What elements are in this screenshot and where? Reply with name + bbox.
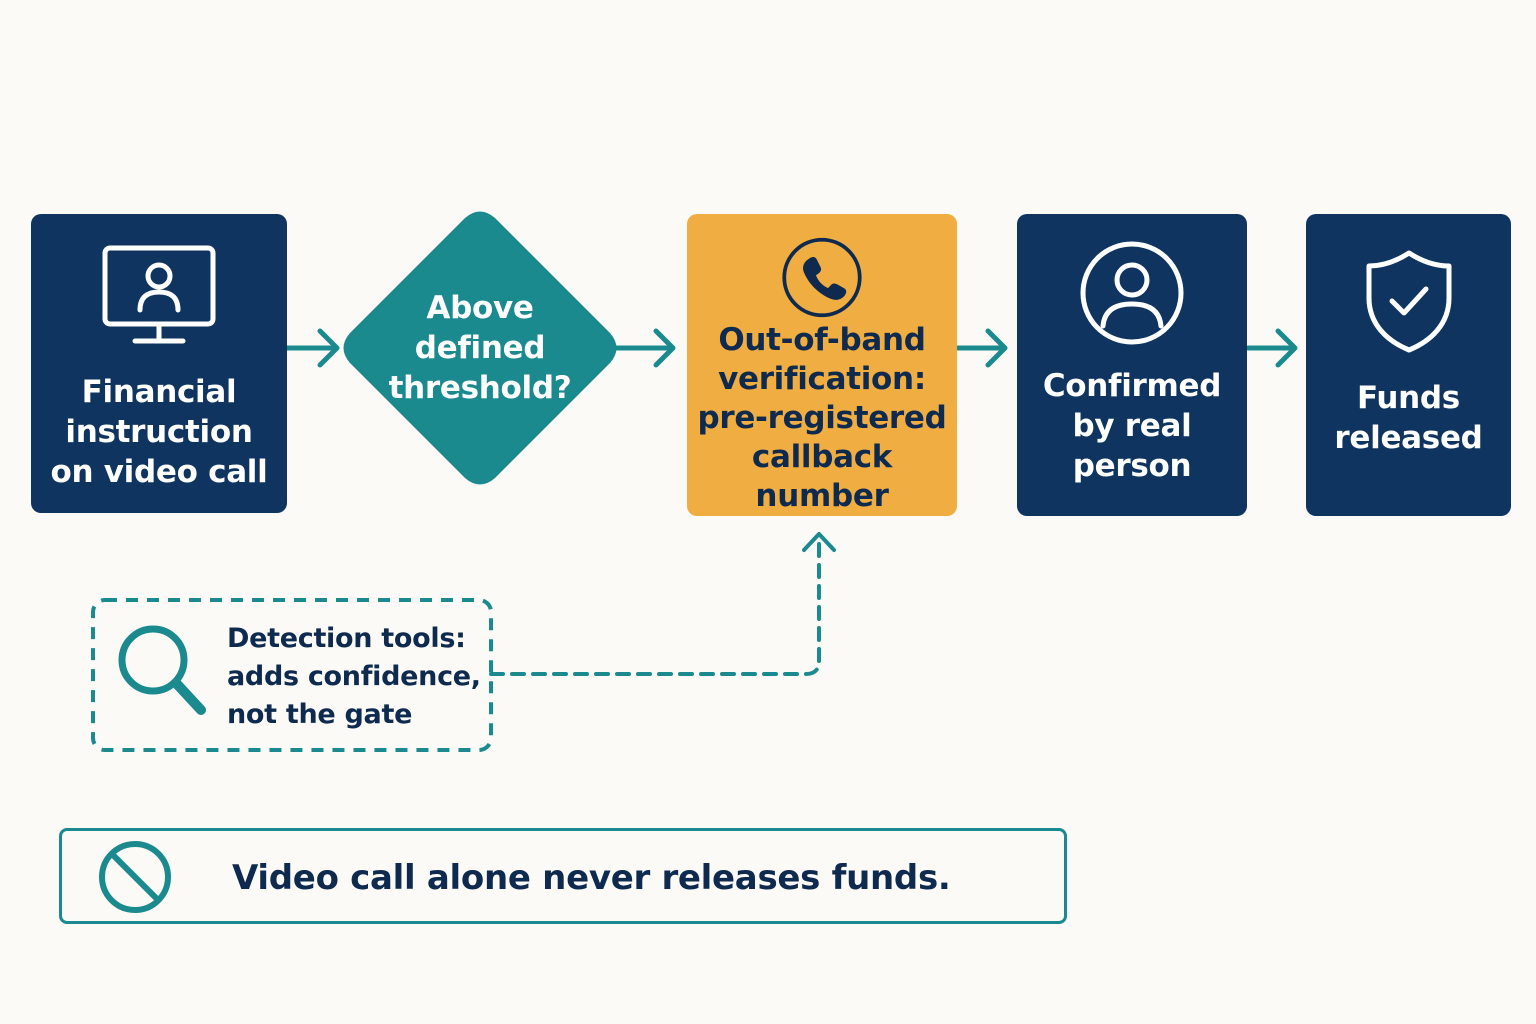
detection-note-border: [91, 598, 493, 752]
step-out-of-band-verification: Out-of-band verification: pre-registered…: [687, 214, 957, 516]
step-video-call-instruction: Financial instruction on video call: [31, 214, 287, 513]
arrowhead-video-to-threshold: [317, 328, 340, 368]
video-call-monitor-icon: [102, 245, 216, 344]
prohibited-icon: [99, 841, 171, 913]
arrowhead-confirmed-to-released: [1275, 328, 1298, 368]
rule-banner-label: Video call alone never releases funds.: [232, 858, 951, 898]
detection-tools-label: Detection tools: adds confidence, not th…: [227, 623, 481, 730]
arrowhead-verification-to-confirmed: [985, 328, 1008, 368]
person-icon: [1080, 241, 1184, 345]
detection-tools-note: Detection tools: adds confidence, not th…: [93, 600, 491, 750]
magnifier-icon: [118, 625, 206, 715]
decision-diamond-shape: [343, 211, 617, 485]
rule-banner: Video call alone never releases funds.: [59, 828, 1067, 924]
step-confirmed-by-person: Confirmed by real person: [1017, 214, 1247, 516]
step-verification-label: Out-of-band verification: pre-registered…: [697, 322, 947, 514]
step-video-call-label: Financial instruction on video call: [50, 374, 268, 490]
decision-threshold: Above defined threshold?: [343, 211, 617, 485]
shield-check-icon: [1366, 250, 1451, 353]
arrowhead-detection-to-verification: [802, 532, 836, 552]
arrowhead-threshold-to-verification: [653, 328, 676, 368]
dashed-arrow-detection-to-verification: [489, 538, 821, 676]
decision-threshold-label: Above defined threshold?: [388, 290, 572, 406]
step-confirmed-label: Confirmed by real person: [1042, 368, 1222, 484]
step-released-label: Funds released: [1334, 380, 1483, 456]
step-funds-released: Funds released: [1306, 214, 1511, 516]
phone-icon: [782, 237, 862, 318]
